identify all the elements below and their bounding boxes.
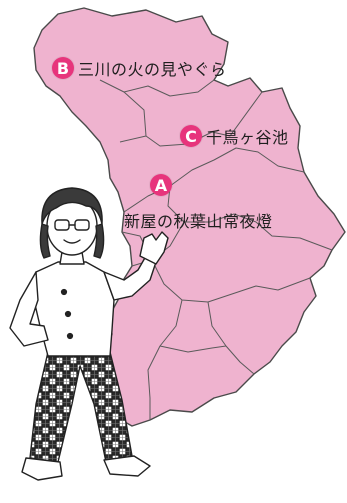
waving-woman-illustration [9,187,169,481]
marker-b[interactable]: B 三川の火の見やぐら [52,56,227,80]
marker-a-label: 新屋の秋葉山常夜燈 [124,212,273,231]
marker-c-badge: C [180,125,202,147]
marker-a-badge: A [150,174,172,196]
marker-b-label: 三川の火の見やぐら [78,60,227,79]
marker-c[interactable]: C 千鳥ヶ谷池 [180,124,289,148]
marker-c-label: 千鳥ヶ谷池 [206,128,289,147]
marker-b-badge: B [52,57,74,79]
